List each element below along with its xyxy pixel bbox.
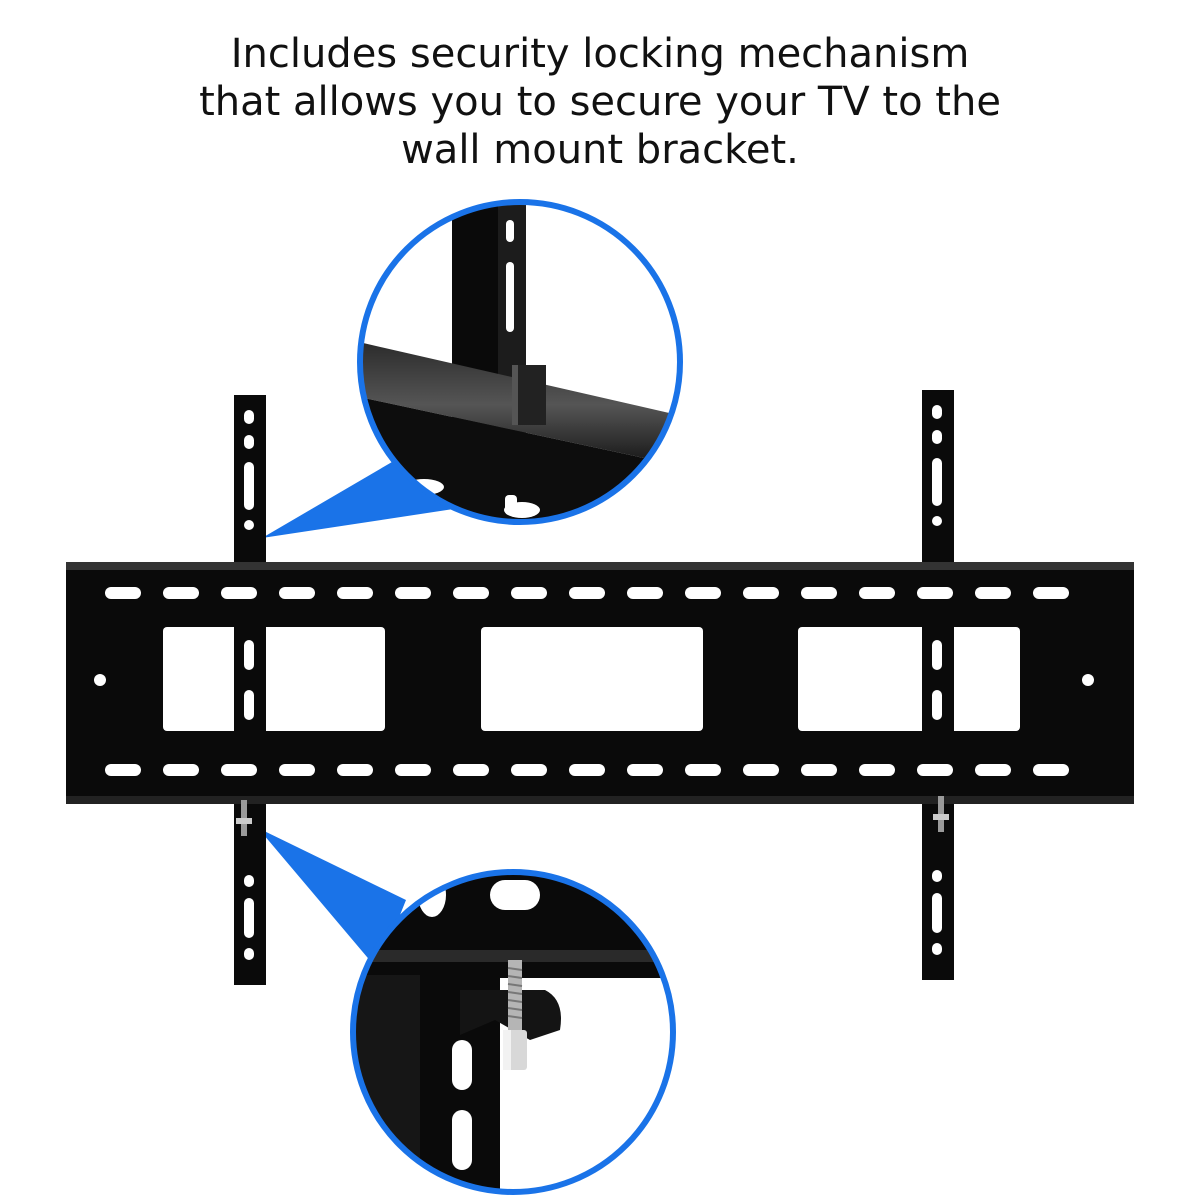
left-lock-bolt — [236, 800, 252, 836]
wall-plate — [66, 562, 1134, 804]
caption-line-2: that allows you to secure your TV to the — [199, 79, 1001, 125]
caption: Includes security locking mechanism that… — [100, 30, 1100, 174]
caption-line-3: wall mount bracket. — [401, 127, 799, 173]
bottom-callout-pointer — [258, 828, 406, 970]
right-lock-bolt — [933, 796, 949, 832]
caption-line-1: Includes security locking mechanism — [230, 31, 970, 77]
bottom-detail-zoom — [350, 869, 676, 1195]
